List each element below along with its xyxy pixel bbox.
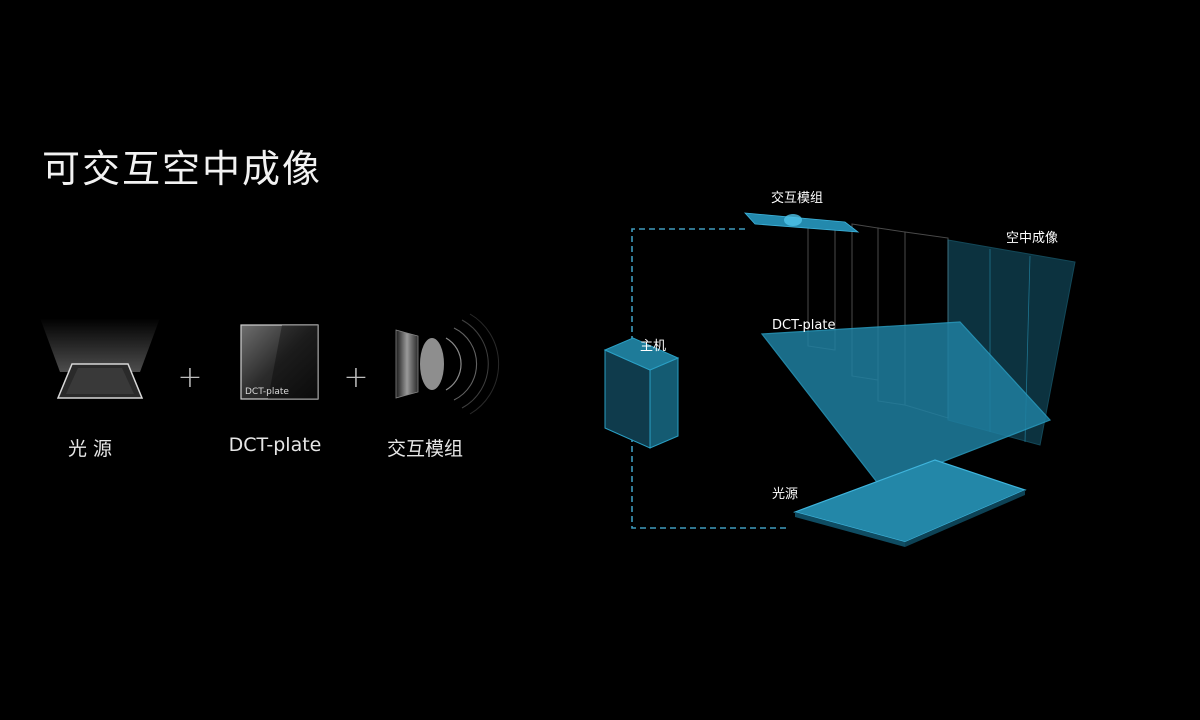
- dct-plate-label: DCT-plate: [228, 434, 322, 456]
- diagram-interaction-module-label: 交互模组: [771, 190, 823, 206]
- plus-sign-2: +: [343, 360, 369, 395]
- diagram-host-label: 主机: [640, 339, 666, 354]
- diagram-dct-plate-label: DCT-plate: [772, 318, 835, 333]
- plus-sign-1: +: [177, 360, 203, 395]
- host-box: [603, 337, 680, 449]
- dct-plate-card-label: DCT-plate: [245, 387, 289, 397]
- light-source-label: 光 源: [67, 438, 113, 460]
- diagram-light-source-label: 光源: [772, 487, 798, 502]
- dct-plate-panel: [760, 321, 1052, 487]
- interaction-module-bar: [744, 212, 860, 233]
- diagram-aerial-image-label: 空中成像: [1006, 231, 1058, 246]
- interaction-module-label: 交互模组: [386, 438, 463, 460]
- page-title: 可交互空中成像: [42, 147, 323, 191]
- dct-plate-icon: DCT-plate: [240, 324, 319, 400]
- light-source-panel: [793, 459, 1027, 547]
- interaction-module-icon: [395, 313, 500, 415]
- light-source-icon: [40, 318, 160, 399]
